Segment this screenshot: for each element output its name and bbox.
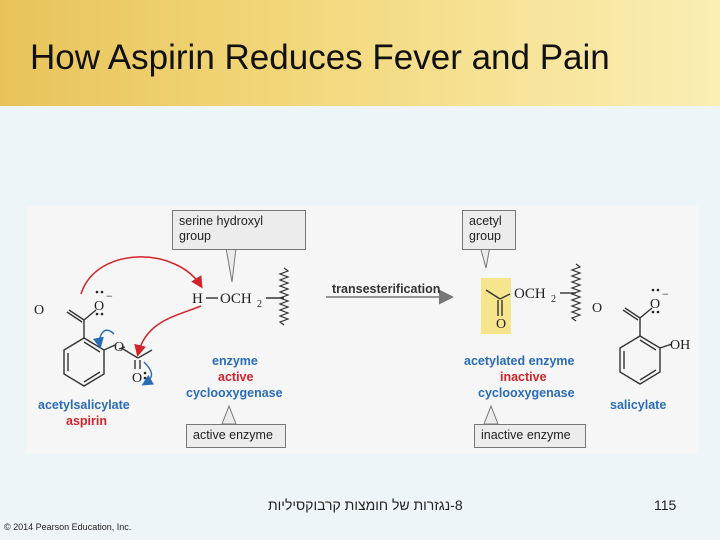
serine-subscript: 2: [257, 299, 262, 310]
inactive-enzyme-callout: inactive enzyme: [474, 424, 586, 448]
active-enzyme-callout: active enzyme: [186, 424, 286, 448]
salicylate-benzene-ring: [619, 307, 673, 385]
reaction-diagram: O O − O O H OCH 2 transesterification: [34, 245, 690, 425]
page-number: 115: [654, 497, 677, 513]
nucleophilic-attack-arrow: [80, 256, 203, 295]
acetylsalicylate-label: acetylsalicylate: [38, 398, 130, 412]
serine-hydroxyl-callout: serine hydroxyl group: [172, 210, 306, 250]
serine-hydrogen: H: [192, 291, 203, 307]
electron-push-arrow-2: [141, 361, 155, 386]
acetyl-subscript: 2: [551, 294, 556, 305]
carboxylate-charge: −: [106, 289, 113, 303]
acetyl-callout-line2: group: [469, 229, 501, 243]
enzyme-label: enzyme: [212, 354, 258, 368]
serine-callout-line2: group: [179, 229, 211, 243]
slide-title: How Aspirin Reduces Fever and Pain: [30, 38, 610, 77]
transesterification-label: transesterification: [332, 282, 440, 296]
acetyl-highlight: [481, 278, 511, 334]
footer-chapter-text: 8-נגזרות של חומצות קרבוקסיליות: [268, 497, 463, 513]
aspirin-label: aspirin: [66, 414, 107, 428]
inactive-label: inactive: [500, 370, 547, 384]
serine-callout-line1: serine hydroxyl: [179, 214, 264, 228]
hydroxyl-group: OH: [670, 338, 690, 353]
ester-oxygen: O: [114, 340, 124, 355]
carbonyl-oxygen: O: [34, 303, 44, 318]
acetylated-enzyme-label: acetylated enzyme: [464, 354, 575, 368]
salicylate-carbonyl-oxygen: O: [592, 301, 602, 316]
cyclooxygenase-label-inactive: cyclooxygenase: [478, 386, 575, 400]
title-bar: [0, 0, 720, 106]
copyright-notice: © 2014 Pearson Education, Inc.: [4, 522, 132, 532]
acetyl-och2: OCH: [514, 286, 546, 302]
salicylate-charge: −: [662, 287, 669, 301]
protein-chain-squiggle-2: [570, 263, 582, 322]
electron-push-arrow-1: [92, 329, 115, 349]
salicylate-carboxylate-oxygen: O: [650, 297, 660, 312]
reaction-figure: O O − O O H OCH 2 transesterification: [26, 206, 698, 454]
active-label: active: [218, 370, 254, 384]
serine-och2: OCH: [220, 291, 252, 307]
acetyl-group-callout: acetyl group: [462, 210, 516, 250]
cyclooxygenase-label-active: cyclooxygenase: [186, 386, 283, 400]
acetyl-callout-line1: acetyl: [469, 214, 502, 228]
acyl-oxygen: O: [132, 371, 142, 386]
carboxylate-oxygen: O: [94, 299, 104, 314]
attack-on-carbonyl-arrow: [134, 305, 202, 357]
acetyl-oxygen: O: [496, 317, 506, 332]
salicylate-label: salicylate: [610, 398, 667, 412]
protein-chain-squiggle-1: [278, 267, 290, 326]
